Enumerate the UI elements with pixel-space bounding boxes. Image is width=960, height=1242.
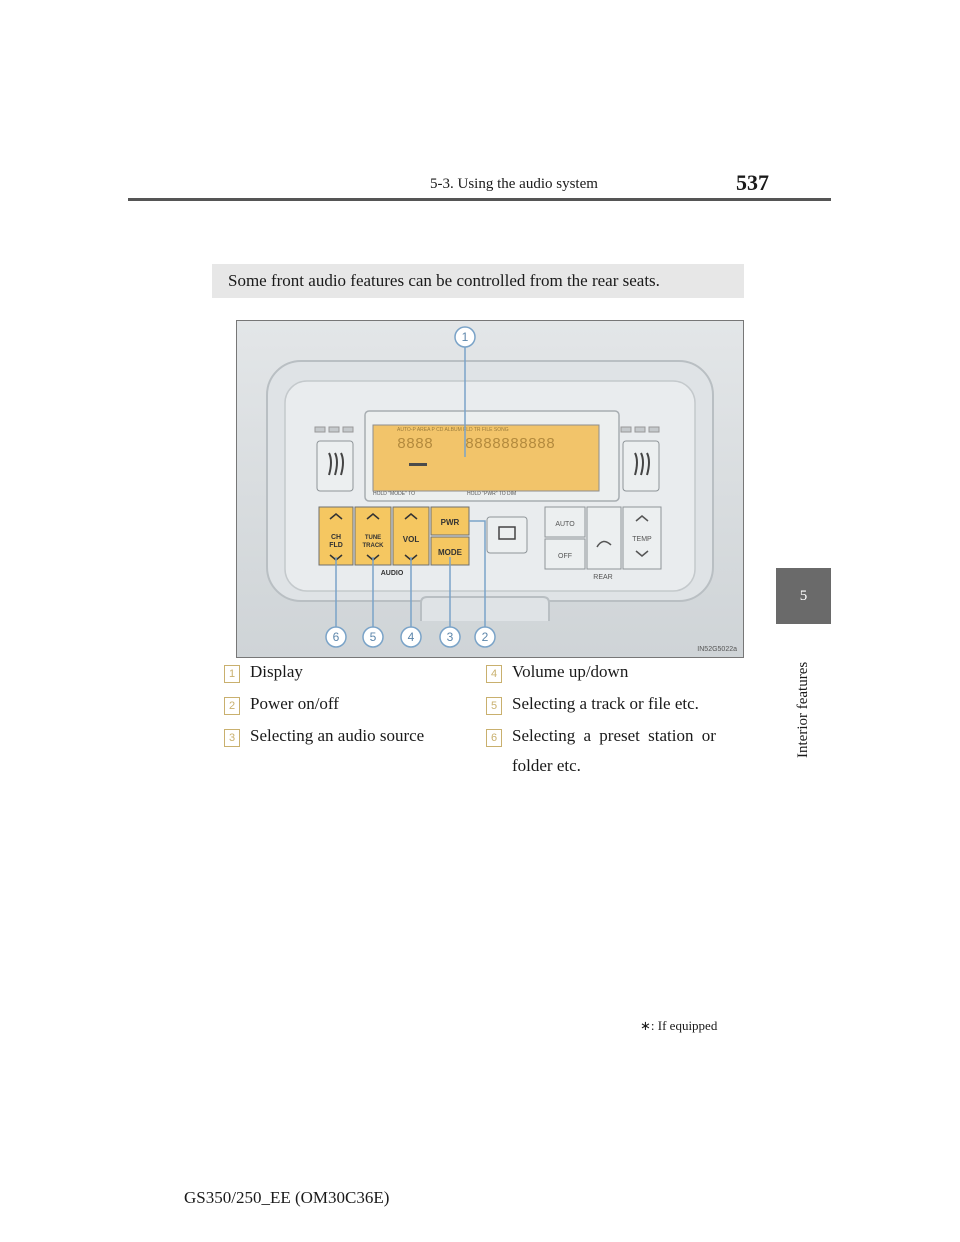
fld-label: FLD [329,542,343,549]
seat-heater-right [620,426,660,492]
ch-label: CH [331,534,341,541]
callout-1 [454,326,476,348]
display-screen [372,424,600,492]
display-indicators: AUTO-P AREA P CD ALBUM FLD TR FILE SONG [397,427,509,433]
callout-1-label: 1 [462,330,469,344]
panel-illustration: AUTO-P AREA P CD ALBUM FLD TR FILE SONG … [237,321,743,657]
ch-fld-button[interactable] [318,506,354,566]
legend-text-5: Selecting a track or file etc. [512,694,699,713]
footnote-mark: ∗ [640,1018,651,1033]
callout-4 [400,626,422,648]
legend-text-6b: folder etc. [512,756,581,775]
callout-3 [439,626,461,648]
callout-6-label: 6 [333,630,340,644]
tune-label: TUNE [365,535,381,541]
callout-3-label: 3 [447,630,454,644]
legend-num-6: 6 [486,729,502,747]
audio-label: AUDIO [381,570,404,577]
section-title: 5-3. Using the audio system [430,176,598,192]
pwr-label: PWR [441,518,460,527]
seat-heater-left [314,426,354,492]
chapter-number: 5 [799,587,808,604]
mode-label: MODE [438,548,463,557]
rear-defog-button[interactable] [486,516,528,554]
page-number: 537 [736,170,769,195]
display-digits-left: 8888 [397,436,433,453]
auto-button[interactable] [544,506,586,538]
callout-5 [362,626,384,648]
display-hint-pwr: HOLD "PWR" TO DIM [467,491,516,497]
callout-lines [335,347,486,627]
display-hint-mode: HOLD "MODE" TO [373,491,415,497]
vol-label: VOL [403,535,420,544]
legend-num-5: 5 [486,697,502,715]
display-digits-right: 8888888888 [465,436,555,453]
figure-code: IN52G5022a [697,646,737,653]
legend-text-4: Volume up/down [512,662,629,681]
callout-5-label: 5 [370,630,377,644]
temp-button[interactable] [622,506,662,570]
callout-4-label: 4 [408,630,415,644]
footnote: ∗: If equipped [640,1018,717,1034]
header-rule [128,198,831,201]
rear-control-panel-figure: AUTO-P AREA P CD ALBUM FLD TR FILE SONG … [236,320,744,658]
legend-num-1: 1 [224,665,240,683]
off-label: OFF [558,553,572,560]
footnote-text: : If equipped [650,1018,718,1033]
auto-label: AUTO [555,521,575,528]
legend-text-1: Display [250,662,303,681]
off-button[interactable] [544,538,586,570]
chapter-title-vertical: Interior features [776,630,831,760]
legend-text-3: Selecting an audio source [250,726,425,745]
tune-track-button[interactable] [354,506,392,566]
chapter-tab: 5 [776,568,831,624]
chapter-title: Interior features [795,661,811,758]
legend-text-2: Power on/off [250,694,339,713]
legend-num-2: 2 [224,697,240,715]
legend-num-3: 3 [224,729,240,747]
intro-box: Some front audio features can be control… [212,264,744,298]
fan-button[interactable] [586,506,622,570]
legend-text-6: Selecting a preset station or [512,726,716,745]
callout-2 [474,626,496,648]
callout-2-label: 2 [482,630,489,644]
legend-num-4: 4 [486,665,502,683]
temp-label: TEMP [632,536,652,543]
track-label: TRACK [363,543,385,549]
display-bar [409,463,427,466]
callout-6 [325,626,347,648]
footer-model-code: GS350/250_EE (OM30C36E) [184,1188,390,1207]
rear-label: REAR [593,574,612,581]
